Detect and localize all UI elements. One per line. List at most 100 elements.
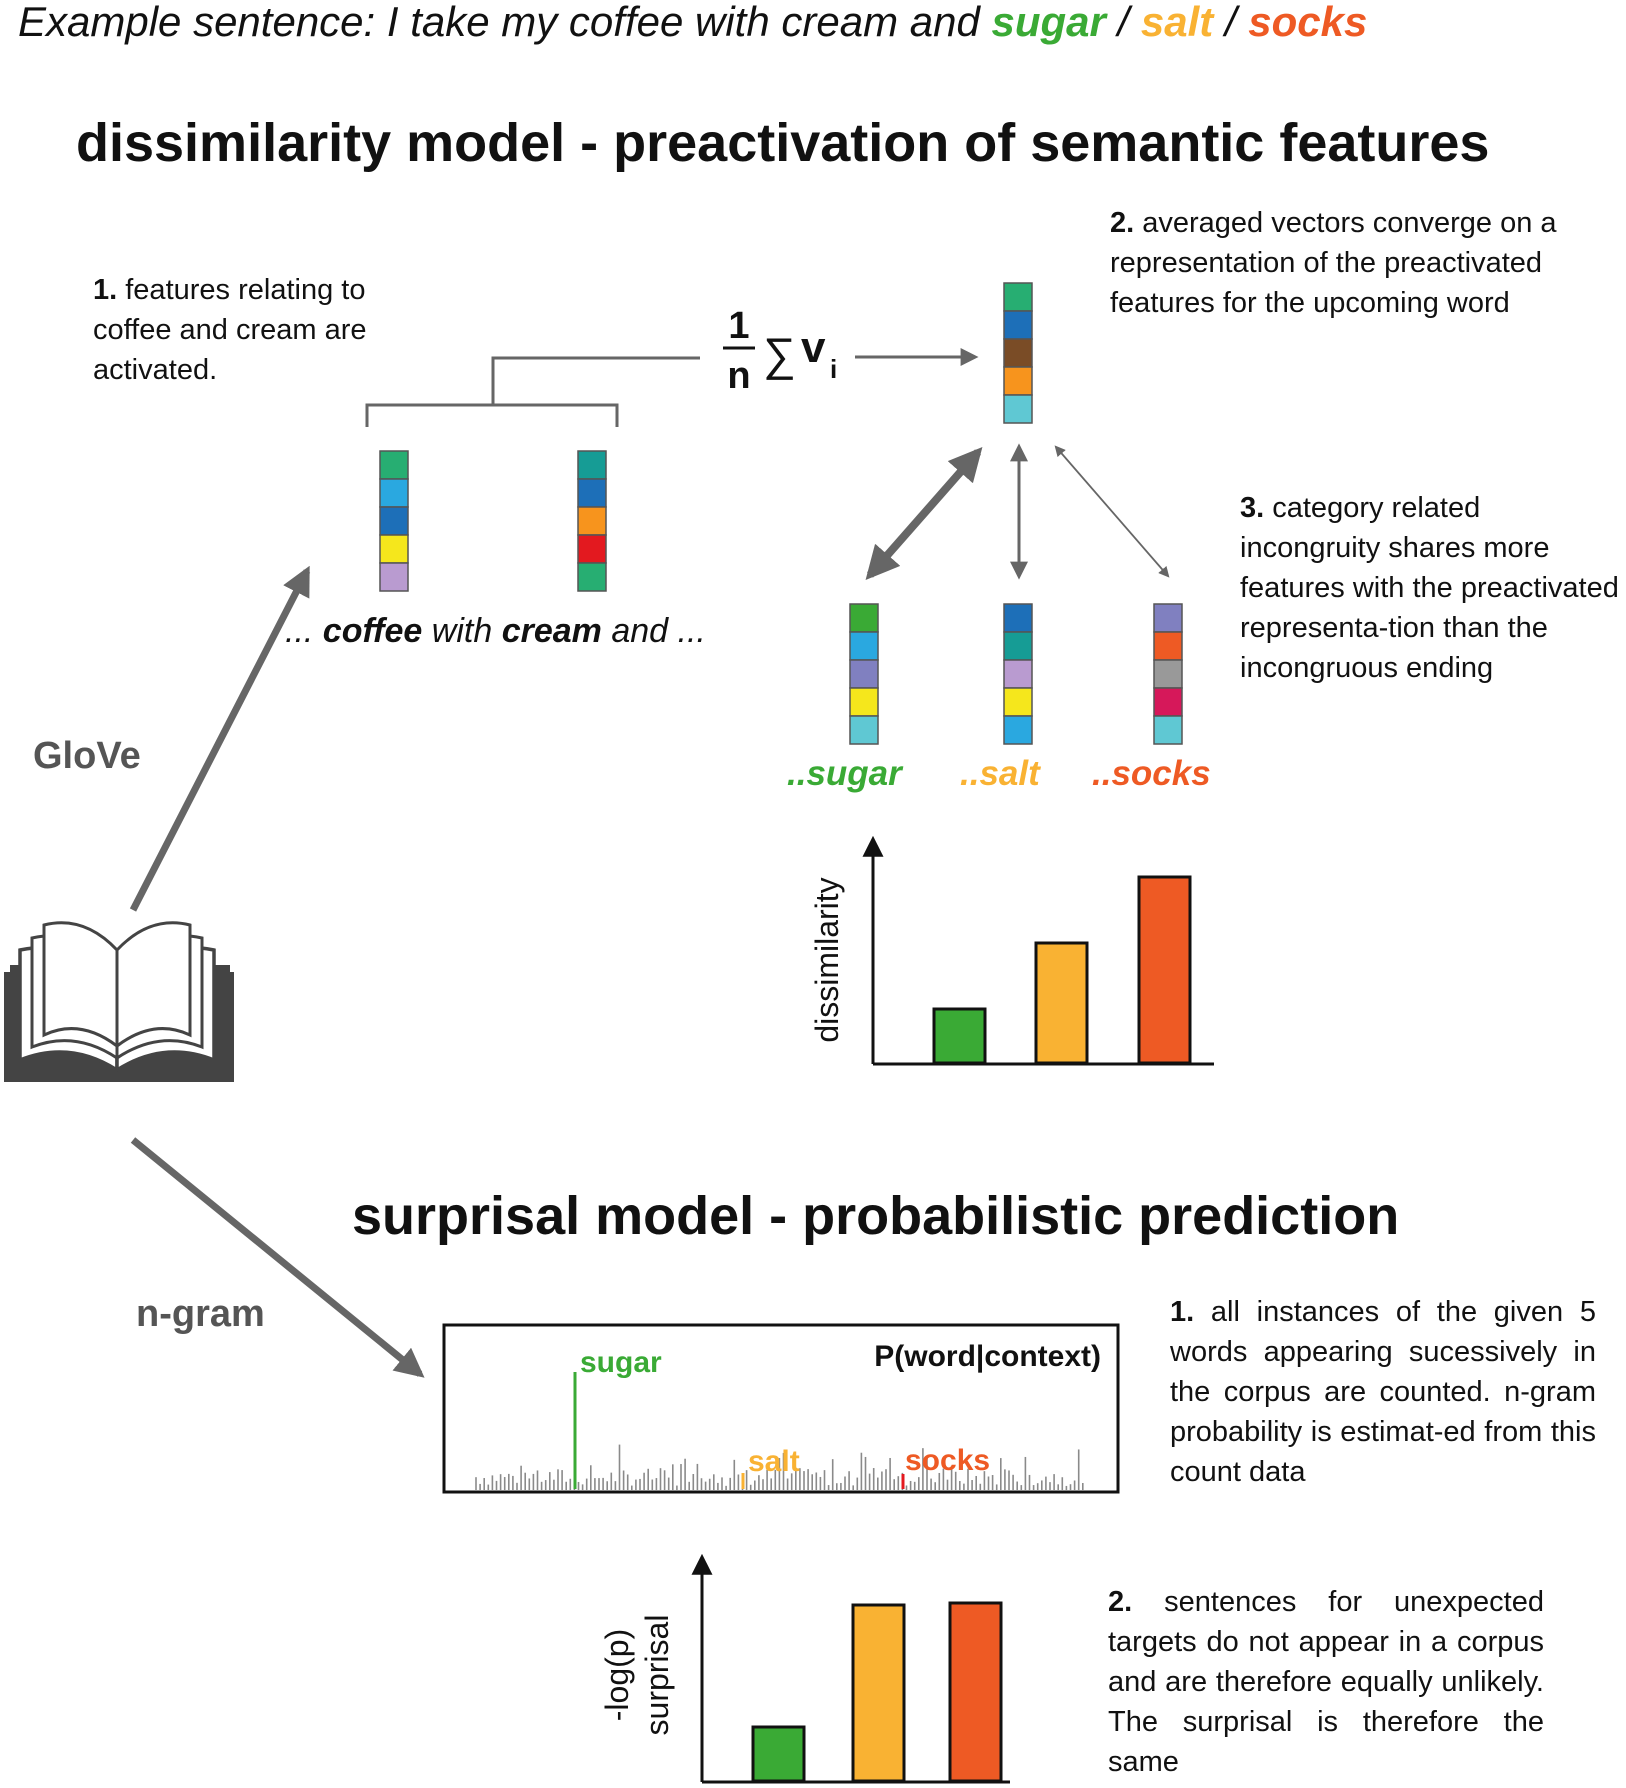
- ending-label-salt: ..salt: [960, 754, 1040, 793]
- step-number: 2.: [1108, 1586, 1133, 1618]
- formula-sum: ∑: [763, 328, 796, 380]
- bar-sugar: [751, 1725, 806, 1783]
- example-prefix: Example sentence: I take my coffee with …: [18, 0, 980, 45]
- distribution-frame: [442, 1323, 1120, 1494]
- step-number: 1.: [93, 274, 118, 306]
- feature-cell: [577, 478, 607, 508]
- bar-sugar: [932, 1007, 987, 1065]
- averaging-bracket: [365, 356, 700, 427]
- dist-label-salt: salt: [748, 1445, 800, 1478]
- feature-cell: [849, 687, 879, 717]
- formula-variable: v: [801, 323, 826, 372]
- feature-cell: [849, 659, 879, 689]
- phrase-word-coffee: coffee: [322, 612, 423, 650]
- example-separator: /: [1224, 0, 1237, 45]
- ending-label-sugar: ..sugar: [787, 754, 902, 793]
- feature-cell: [1153, 687, 1183, 717]
- example-word-socks: socks: [1248, 0, 1368, 45]
- feature-cell: [1003, 715, 1033, 745]
- feature-cell: [1153, 631, 1183, 661]
- book-icon: [4, 921, 234, 1082]
- step-text: features relating to coffee and cream ar…: [93, 274, 367, 386]
- feature-cell: [577, 562, 607, 592]
- feature-cell: [1003, 631, 1033, 661]
- average-formula: 1 n ∑ v i: [723, 305, 837, 397]
- step-number: 3.: [1240, 492, 1265, 524]
- phrase-tail: and ...: [611, 612, 706, 650]
- dist-label-sugar: sugar: [580, 1346, 662, 1379]
- feature-cell: [1003, 310, 1033, 340]
- step-number: 2.: [1110, 207, 1135, 239]
- dist-label-socks: socks: [905, 1444, 990, 1477]
- surprisal-title: surprisal model - probabilistic predicti…: [352, 1186, 1400, 1246]
- feature-cell: [379, 506, 409, 536]
- phrase-word-cream: cream: [501, 612, 602, 650]
- ngram-label: n-gram: [136, 1293, 265, 1335]
- averaged-vector: [1003, 282, 1033, 424]
- feature-cell: [577, 506, 607, 536]
- coffee-vector: [379, 450, 409, 592]
- bar-salt: [1034, 941, 1089, 1065]
- feature-cell: [1003, 282, 1033, 312]
- y-axis-label: surprisal: [639, 1615, 675, 1736]
- bar-salt: [851, 1603, 906, 1783]
- example-sentence: Example sentence: I take my coffee with …: [18, 0, 1367, 46]
- probability-label: P(word|context): [874, 1340, 1101, 1373]
- step-number: 1.: [1170, 1296, 1195, 1328]
- ending-label-socks: ..socks: [1092, 754, 1211, 793]
- feature-cell: [849, 715, 879, 745]
- similarity-arrow-socks: [1054, 445, 1170, 578]
- feature-cell: [1153, 715, 1183, 745]
- distribution-bars: [475, 1444, 1084, 1490]
- similarity-arrow-sugar: [865, 446, 983, 581]
- feature-cell: [849, 631, 879, 661]
- surprisal-bar-chart: -log(p) surprisal: [599, 1553, 1010, 1784]
- feature-cell: [1003, 338, 1033, 368]
- phrase-word-with: with: [431, 612, 493, 650]
- dissimilarity-step1-note: 1. features relating to coffee and cream…: [93, 270, 423, 390]
- surprisal-step2-note: 2. sentences for unexpected targets do n…: [1108, 1582, 1544, 1782]
- context-phrase: ... coffee with cream and ...: [285, 612, 706, 651]
- sugar-vector: [849, 603, 879, 745]
- feature-cell: [1153, 659, 1183, 689]
- dissimilarity-title: dissimilarity model - preactivation of s…: [76, 113, 1490, 173]
- socks-vector: [1153, 603, 1183, 745]
- feature-cell: [379, 478, 409, 508]
- feature-cell: [1003, 659, 1033, 689]
- dissimilarity-step2-note: 2. averaged vectors converge on a repres…: [1110, 203, 1585, 323]
- example-separator: /: [1117, 0, 1130, 45]
- ngram-arrow: [130, 1137, 425, 1378]
- step-text: averaged vectors converge on a represent…: [1110, 207, 1557, 319]
- feature-cell: [1003, 687, 1033, 717]
- step-text: all instances of the given 5 words appea…: [1170, 1296, 1596, 1488]
- y-axis-label: dissimilarity: [809, 877, 845, 1042]
- feature-cell: [1003, 366, 1033, 396]
- feature-cell: [849, 603, 879, 633]
- surprisal-step1-note: 1. all instances of the given 5 words ap…: [1170, 1292, 1596, 1492]
- feature-cell: [1003, 394, 1033, 424]
- feature-cell: [379, 562, 409, 592]
- step-text: category related incongruity shares more…: [1240, 492, 1619, 684]
- cream-vector: [577, 450, 607, 592]
- formula-denominator: n: [727, 355, 750, 397]
- example-word-salt: salt: [1140, 0, 1214, 45]
- feature-cell: [1153, 603, 1183, 633]
- y-axis-label-secondary: -log(p): [599, 1629, 635, 1721]
- feature-cell: [1003, 603, 1033, 633]
- bar-socks: [1137, 875, 1192, 1065]
- probability-distribution-panel: sugar salt socks P(word|context): [442, 1323, 1120, 1494]
- feature-cell: [577, 450, 607, 480]
- example-word-sugar: sugar: [991, 0, 1106, 45]
- salt-vector: [1003, 603, 1033, 745]
- formula-subscript: i: [830, 354, 837, 384]
- glove-label: GloVe: [33, 735, 141, 777]
- formula-numerator: 1: [728, 305, 749, 347]
- feature-cell: [577, 534, 607, 564]
- feature-cell: [379, 534, 409, 564]
- feature-cell: [379, 450, 409, 480]
- bar-socks: [948, 1601, 1003, 1783]
- phrase-ellipsis: ...: [285, 612, 314, 650]
- step-text: sentences for unexpected targets do not …: [1108, 1586, 1544, 1778]
- glove-arrow: [129, 565, 311, 912]
